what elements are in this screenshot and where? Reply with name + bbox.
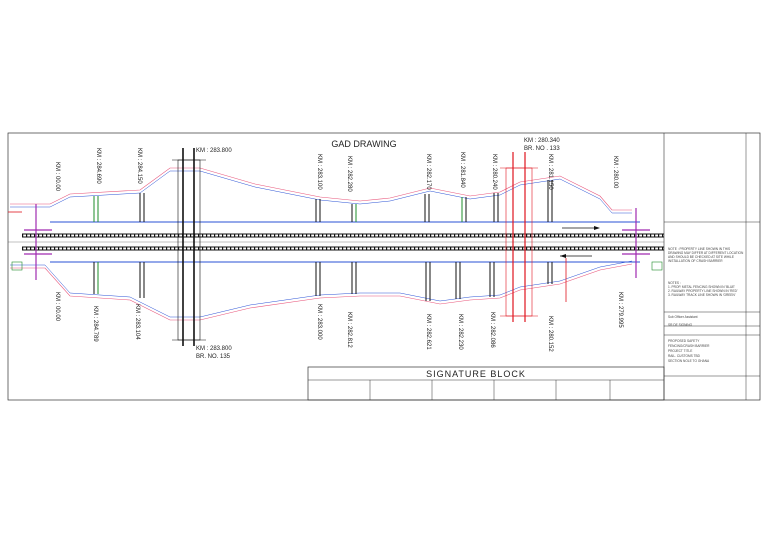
chainage-top-label: KM : 284.150 — [136, 148, 142, 184]
chainage-bottom-label: KM : 283.104 — [134, 304, 140, 340]
br135-km-bottom: KM : 283.800 — [196, 346, 232, 352]
bridge-133 — [500, 152, 538, 322]
chainage-bottom-label: KM : 00.00 — [54, 292, 60, 322]
side-legend: NOTES : 1. PROP. METAL FENCING SHOWN IN … — [668, 281, 738, 297]
chainage-bottom-label: KM : 282.621 — [425, 314, 431, 350]
chainage-top-label: KM : 282.170 — [425, 154, 431, 190]
drawing-title: GAD DRAWING — [331, 139, 396, 149]
chainage-bottom-label: KM : 282.812 — [346, 312, 352, 348]
chainage-top-label: KM : 281.150 — [547, 154, 553, 190]
top-boundary-pink — [10, 167, 632, 211]
chainage-top-label: KM : 283.100 — [316, 154, 322, 190]
chainage-top-label: KM : 280.240 — [491, 154, 497, 190]
chainage-bottom-label: KM : 279.995 — [617, 292, 623, 328]
side-note: NOTE : PROPERTY LINE SHOWN IN THIS DRAWI… — [668, 247, 744, 263]
signature-block-title: SIGNATURE BLOCK — [426, 369, 526, 379]
br135-km-top: KM : 283.800 — [196, 148, 232, 154]
side-box-office: Sub Officer Assistant SR.DE SIGNING — [668, 315, 698, 327]
bridge-135 — [172, 148, 206, 346]
br135-number: BR. NO. 135 — [196, 354, 231, 360]
chainage-top-label: KM : 282.280 — [346, 156, 352, 192]
fence-posts-top — [93, 180, 553, 222]
side-box-title: PROPOSED SAFETY FENCING/CRASH BARRIER PR… — [668, 339, 710, 363]
side-panel: NOTE : PROPERTY LINE SHOWN IN THIS DRAWI… — [663, 133, 760, 400]
chainage-bottom-label: KM : 280.152 — [547, 316, 553, 352]
chainage-bottom-label: KM : 282.086 — [489, 312, 495, 348]
drawing-border — [7, 132, 761, 401]
br133-km: KM : 280.340 — [524, 138, 560, 144]
direction-arrow-icon — [560, 254, 592, 258]
signature-block — [307, 366, 665, 401]
chainage-bottom-label: KM : 282.230 — [457, 314, 463, 350]
right-station-marker — [622, 208, 663, 278]
chainage-top-label: KM : 00.00 — [54, 162, 60, 192]
left-station-marker — [8, 204, 52, 280]
top-boundary-blue — [10, 170, 632, 214]
direction-arrow-icon — [562, 226, 600, 230]
chainage-top-label: KM : 280.00 — [612, 156, 618, 189]
bottom-boundary-blue — [10, 260, 633, 318]
chainage-bottom-label: KM : 284.789 — [92, 306, 98, 342]
chainage-bottom-label: KM : 283.000 — [316, 304, 322, 340]
chainage-top-label: KM : 281.840 — [459, 152, 465, 188]
railway-track — [8, 233, 664, 251]
fence-posts-bottom — [93, 258, 567, 302]
chainage-top-label: KM : 284.690 — [95, 148, 101, 184]
bottom-boundary-pink — [10, 263, 633, 321]
br133-number: BR. NO . 133 — [524, 146, 560, 152]
